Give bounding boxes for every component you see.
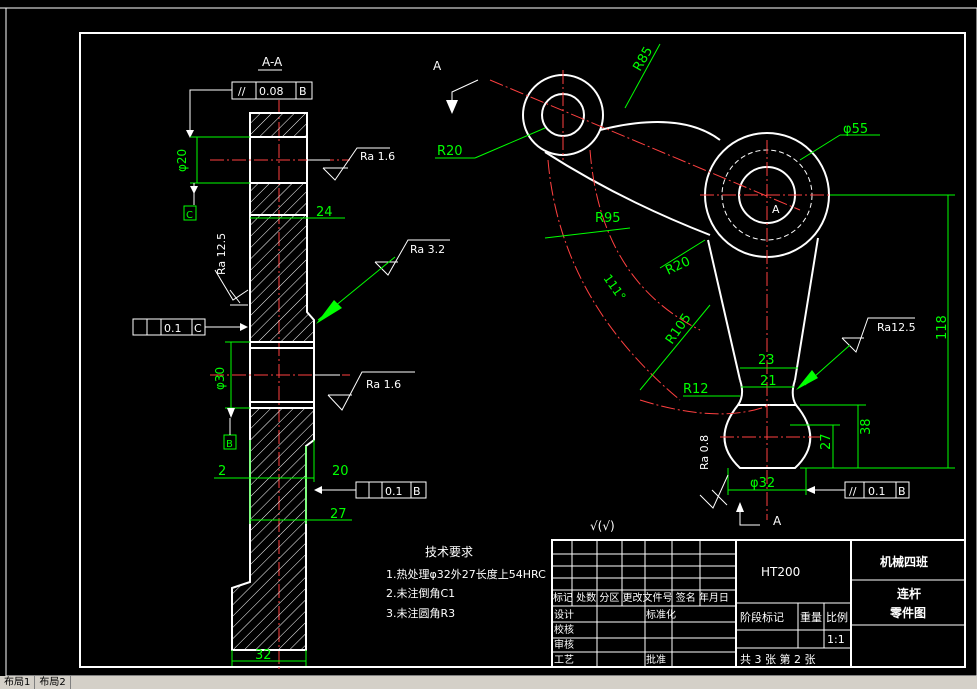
label-check: 校核 — [554, 623, 574, 636]
dim-24: 24 — [316, 205, 333, 220]
part-name: 连杆 — [897, 586, 921, 601]
view-arrow-label: A — [433, 59, 442, 73]
dim-38: 38 — [859, 418, 874, 435]
tech-req-item-2: 2.未注倒角C1 — [386, 586, 455, 600]
datum-b: B — [226, 439, 233, 450]
material: HT200 — [761, 565, 800, 579]
dim-r95: R95 — [595, 211, 621, 226]
ra-12-5-left: Ra 12.5 — [215, 233, 228, 275]
tolerance-frame-parallel-top: // 0.08 B — [231, 81, 313, 100]
label-standardize: 标准化 — [646, 608, 676, 621]
dim-r12: R12 — [683, 382, 709, 397]
weight-label: 重量 — [800, 610, 822, 624]
ra-12-5-right: Ra12.5 — [877, 321, 916, 334]
drawing-type: 零件图 — [889, 605, 926, 620]
datum-c: C — [186, 210, 193, 221]
tech-req-title: 技术要求 — [425, 545, 473, 559]
dim-2: 2 — [218, 464, 226, 479]
section-arrow-a: A — [773, 514, 782, 528]
dim-27: 27 — [330, 507, 347, 522]
drawing-frame — [79, 32, 966, 668]
svg-text://: // — [238, 85, 246, 98]
dim-23: 23 — [758, 353, 775, 368]
dim-r20-b: R20 — [663, 254, 693, 278]
dim-phi55: φ55 — [843, 122, 868, 137]
tab-layout-2[interactable]: 布局2 — [35, 676, 71, 689]
ra-1-6-mid: Ra 1.6 — [366, 378, 401, 391]
title-block — [551, 539, 966, 668]
dim-phi32: φ32 — [750, 476, 775, 491]
svg-text:0.1: 0.1 — [385, 485, 403, 498]
stage-mark: 阶段标记 — [740, 610, 784, 624]
center-a-label: A — [772, 203, 780, 216]
dim-21: 21 — [760, 374, 777, 389]
dim-27-right: 27 — [819, 433, 834, 450]
dim-r85: R85 — [630, 44, 656, 74]
tab-layout-1[interactable]: 布局1 — [0, 676, 36, 689]
label-review: 审核 — [554, 638, 574, 651]
tolerance-frame-parallel-right: // 0.1 B — [844, 481, 910, 499]
ra-0-8: Ra 0.8 — [698, 435, 711, 470]
label-approve: 批准 — [646, 653, 666, 666]
svg-text:B: B — [299, 85, 307, 98]
scale-value: 1:1 — [827, 633, 845, 646]
section-label: A-A — [262, 55, 283, 69]
tech-req-item-3: 3.未注圆角R3 — [386, 606, 455, 620]
ra-3-2: Ra 3.2 — [410, 243, 445, 256]
tech-req-item-1: 1.热处理φ32外27长度上54HRC — [386, 567, 546, 581]
svg-text:B: B — [413, 485, 421, 498]
label-design: 设计 — [554, 608, 574, 621]
dim-phi20: φ20 — [175, 149, 189, 172]
sheet-info: 共 3 张 第 2 张 — [740, 652, 815, 666]
dim-118: 118 — [935, 315, 950, 340]
label-process: 工艺 — [554, 654, 574, 666]
dim-phi30: φ30 — [213, 367, 227, 390]
dim-angle: 111° — [601, 272, 629, 304]
svg-text:0.08: 0.08 — [259, 85, 284, 98]
svg-text:0.1: 0.1 — [164, 322, 182, 335]
dim-r20-a: R20 — [437, 144, 463, 159]
svg-text:B: B — [898, 485, 906, 498]
scale-label: 比例 — [826, 610, 848, 624]
roughness-note: √(√) — [590, 519, 615, 533]
svg-text:C: C — [194, 322, 202, 335]
tolerance-frame-b-left: 0.1 B — [355, 481, 427, 499]
class-name: 机械四班 — [880, 554, 928, 569]
dim-32-left: 32 — [255, 648, 272, 663]
svg-text://: // — [849, 485, 857, 498]
dim-20: 20 — [332, 464, 349, 479]
svg-text:0.1: 0.1 — [868, 485, 886, 498]
title-header-row: 标记 处数 分区 更改文件号 签名 年月日 — [553, 591, 729, 604]
ra-1-6-top: Ra 1.6 — [360, 150, 395, 163]
tolerance-frame-c: 0.1 C — [132, 318, 206, 336]
